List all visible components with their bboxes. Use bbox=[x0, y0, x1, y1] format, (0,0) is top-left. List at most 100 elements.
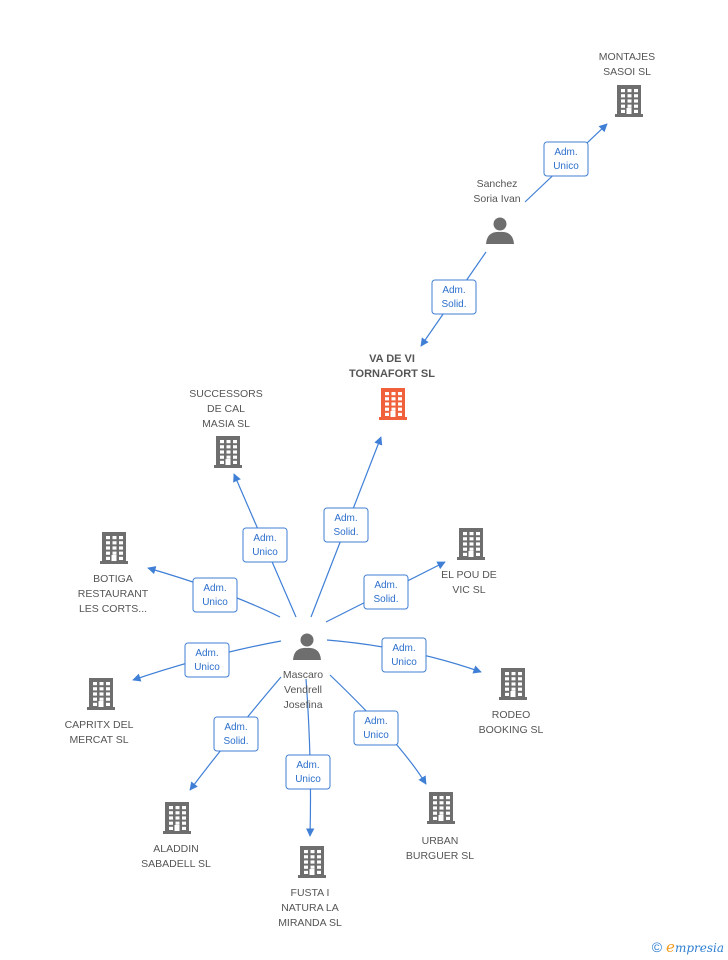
node-label: LES CORTS... bbox=[79, 603, 147, 615]
relation-label-text: Unico bbox=[363, 730, 389, 741]
node-successors[interactable]: SUCCESSORS DE CAL MASIA SL bbox=[189, 388, 263, 468]
node-label: NATURA LA bbox=[281, 902, 339, 914]
edge-sanchez-vadevi: Adm. Solid. bbox=[420, 251, 487, 347]
relation-label-box[interactable] bbox=[242, 527, 288, 563]
node-label: MASIA SL bbox=[202, 418, 250, 430]
node-label: Josefina bbox=[283, 699, 322, 711]
person-icon bbox=[486, 217, 514, 244]
edge-mascaro-capritx: Adm. Unico bbox=[132, 640, 282, 682]
footer-brand: © empresia bbox=[652, 938, 724, 956]
relation-label-box[interactable] bbox=[184, 642, 230, 678]
node-aladdin[interactable]: ALADDIN SABADELL SL bbox=[141, 802, 211, 870]
brand-logo: empresia bbox=[666, 938, 724, 956]
relation-label-text: Solid. bbox=[223, 736, 248, 747]
node-label: SUCCESSORS bbox=[189, 388, 263, 400]
relation-label-box[interactable] bbox=[363, 574, 409, 610]
relation-label-text: Adm. bbox=[195, 648, 218, 659]
node-botiga[interactable]: BOTIGA RESTAURANT LES CORTS... bbox=[78, 532, 149, 615]
building-icon bbox=[163, 802, 191, 834]
node-label: VA DE VI bbox=[369, 353, 415, 365]
relation-label-box[interactable] bbox=[353, 710, 399, 746]
node-label: BOOKING SL bbox=[479, 724, 544, 736]
relation-label-text: Unico bbox=[194, 662, 220, 673]
building-icon bbox=[298, 846, 326, 878]
relation-label-text: Unico bbox=[391, 657, 417, 668]
building-icon bbox=[499, 668, 527, 700]
node-label: Sanchez bbox=[477, 178, 518, 190]
edges-layer: Adm.UnicoAdm.Solid.Adm.Solid.Adm.UnicoAd… bbox=[132, 123, 608, 837]
node-label: CAPRITX DEL bbox=[65, 719, 134, 731]
node-vadevi[interactable]: VA DE VI TORNAFORT SL bbox=[349, 353, 435, 420]
node-label: BURGUER SL bbox=[406, 850, 474, 862]
edge-mascaro-rodeo: Adm. Unico bbox=[326, 637, 482, 674]
edge-mascaro-vadevi: Adm. Solid. bbox=[310, 436, 383, 618]
node-label: SABADELL SL bbox=[141, 858, 211, 870]
building-icon bbox=[615, 85, 643, 117]
relation-label-box[interactable] bbox=[323, 507, 369, 543]
copyright-icon: © bbox=[651, 939, 663, 955]
edge-mascaro-urban: Adm. Unico bbox=[329, 674, 427, 785]
relation-label-text: Adm. bbox=[392, 643, 415, 654]
relation-label-box[interactable] bbox=[543, 141, 589, 177]
relation-label-text: Adm. bbox=[224, 722, 247, 733]
building-icon bbox=[87, 678, 115, 710]
person-icon bbox=[293, 633, 321, 660]
node-label: SASOI SL bbox=[603, 66, 651, 78]
relation-label-text: Adm. bbox=[374, 580, 397, 591]
edge-mascaro-successors: Adm. Unico bbox=[233, 473, 297, 618]
relation-label-text: Adm. bbox=[334, 513, 357, 524]
node-label: BOTIGA bbox=[93, 573, 133, 585]
node-label: Vendrell bbox=[284, 684, 322, 696]
building-icon bbox=[457, 528, 485, 560]
edge-mascaro-elpou: Adm. Solid. bbox=[325, 561, 446, 623]
relation-label-text: Unico bbox=[295, 774, 321, 785]
edge-mascaro-botiga: Adm. Unico bbox=[147, 566, 281, 618]
node-label: URBAN bbox=[422, 835, 459, 847]
building-icon bbox=[100, 532, 128, 564]
relation-label-text: Solid. bbox=[373, 594, 398, 605]
building-icon bbox=[427, 792, 455, 824]
relation-label-text: Solid. bbox=[333, 527, 358, 538]
node-label: VIC SL bbox=[452, 584, 485, 596]
node-label: ALADDIN bbox=[153, 843, 199, 855]
node-label: MONTAJES bbox=[599, 51, 655, 63]
relation-label-text: Unico bbox=[202, 597, 228, 608]
relation-label-text: Adm. bbox=[253, 533, 276, 544]
node-label: MIRANDA SL bbox=[278, 917, 342, 929]
relation-label-box[interactable] bbox=[213, 716, 259, 752]
edge-sanchez-montajes: Adm. Unico bbox=[524, 123, 608, 203]
node-label: FUSTA I bbox=[291, 887, 330, 899]
node-label: Mascaro bbox=[283, 669, 323, 681]
relation-label-text: Adm. bbox=[296, 760, 319, 771]
relation-label-box[interactable] bbox=[381, 637, 427, 673]
edge-mascaro-fusta: Adm. Unico bbox=[285, 678, 331, 837]
node-capritx[interactable]: CAPRITX DEL MERCAT SL bbox=[65, 678, 134, 746]
relation-label-text: Unico bbox=[252, 547, 278, 558]
node-label: TORNAFORT SL bbox=[349, 368, 435, 380]
edge-mascaro-aladdin: Adm. Solid. bbox=[189, 676, 282, 791]
node-label: Soria Ivan bbox=[473, 193, 520, 205]
relation-label-box[interactable] bbox=[285, 754, 331, 790]
node-label: RESTAURANT bbox=[78, 588, 149, 600]
node-label: MERCAT SL bbox=[69, 734, 128, 746]
node-fusta[interactable]: FUSTA I NATURA LA MIRANDA SL bbox=[278, 846, 342, 929]
node-urban[interactable]: URBAN BURGUER SL bbox=[406, 792, 474, 862]
building-icon bbox=[379, 388, 407, 420]
relation-label-box[interactable] bbox=[431, 279, 477, 315]
relation-label-text: Adm. bbox=[554, 147, 577, 158]
relation-label-text: Adm. bbox=[364, 716, 387, 727]
node-montajes[interactable]: MONTAJES SASOI SL bbox=[599, 51, 655, 117]
node-label: EL POU DE bbox=[441, 569, 497, 581]
relation-label-text: Unico bbox=[553, 161, 579, 172]
relation-label-box[interactable] bbox=[192, 577, 238, 613]
relation-label-text: Adm. bbox=[442, 285, 465, 296]
node-label: DE CAL bbox=[207, 403, 245, 415]
node-elpou[interactable]: EL POU DE VIC SL bbox=[441, 528, 497, 596]
relation-label-text: Solid. bbox=[441, 299, 466, 310]
relation-label-text: Adm. bbox=[203, 583, 226, 594]
